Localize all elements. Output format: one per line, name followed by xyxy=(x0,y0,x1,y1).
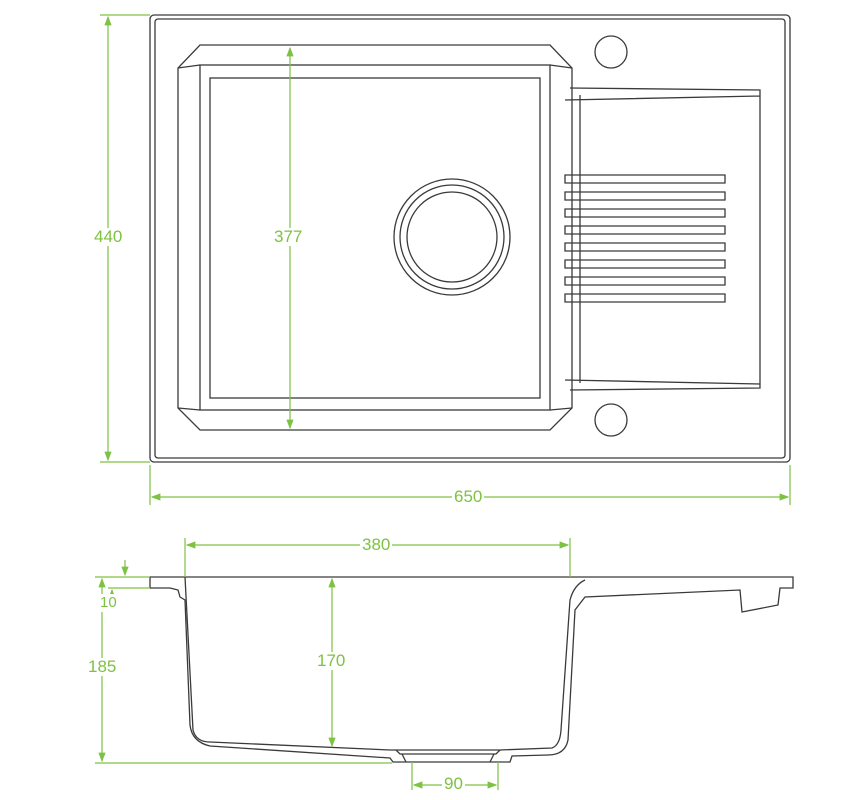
dimension-170: 170 xyxy=(315,651,348,670)
drainer-ribs xyxy=(564,174,726,303)
drain-icon xyxy=(393,178,511,296)
dimension-10: 10 xyxy=(100,594,117,612)
dimension-90: 90 xyxy=(442,774,465,793)
bowl-outline xyxy=(177,44,573,431)
sink-profile xyxy=(149,576,794,763)
sink-outline xyxy=(149,14,791,463)
dimension-185: 185 xyxy=(86,657,119,676)
dimension-380: 380 xyxy=(360,535,393,554)
tap-hole xyxy=(594,35,628,69)
dimension-377: 377 xyxy=(272,227,305,246)
dimension-440: 440 xyxy=(92,227,125,246)
drainer-area xyxy=(564,87,761,391)
top-view xyxy=(100,14,791,505)
side-view xyxy=(95,538,794,790)
dimension-650: 650 xyxy=(452,487,485,506)
tap-hole xyxy=(594,403,628,437)
